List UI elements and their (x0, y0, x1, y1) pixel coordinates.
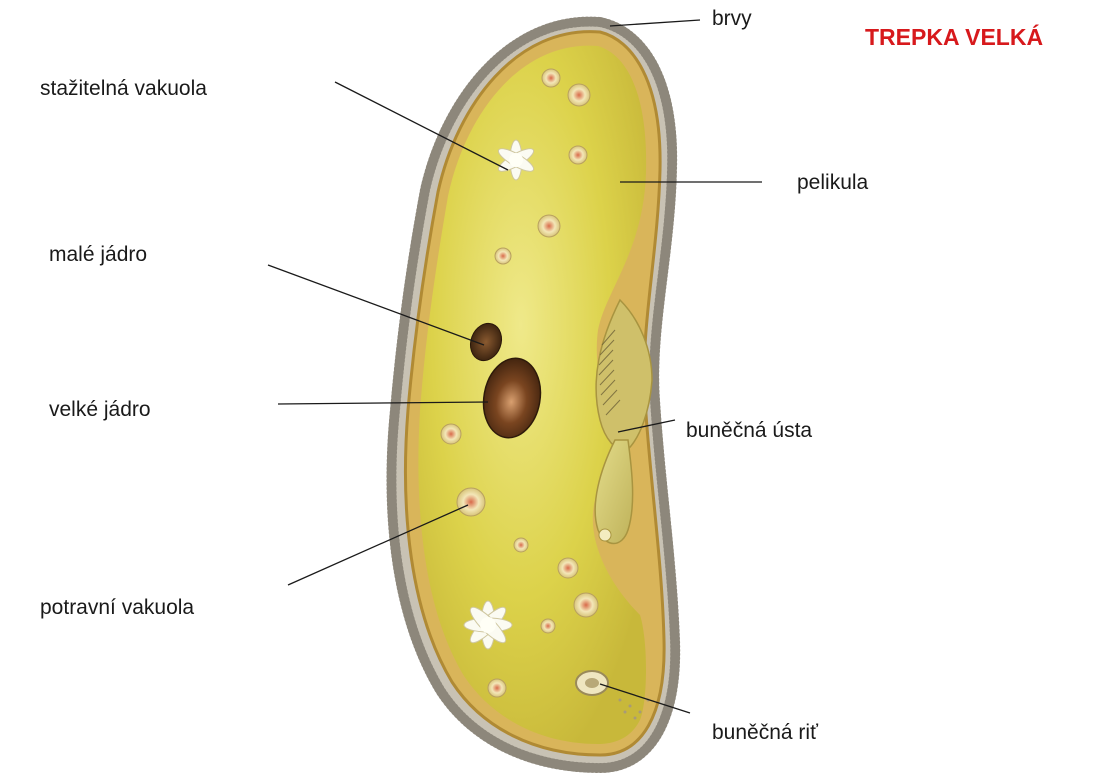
label-potravni-vakuola: potravní vakuola (40, 597, 194, 618)
label-male-jadro: malé jádro (49, 244, 147, 265)
label-bunecna-usta: buněčná ústa (686, 420, 812, 441)
label-brvy: brvy (712, 8, 752, 29)
label-bunecna-rit: buněčná riť (712, 722, 818, 743)
label-velke-jadro: velké jádro (49, 399, 151, 420)
label-stazitelna-vakuola: stažitelná vakuola (40, 78, 207, 99)
leader-line-brvy (610, 20, 700, 26)
label-pelikula: pelikula (797, 172, 868, 193)
diagram-title: TREPKA VELKÁ (865, 26, 1043, 49)
contractile-vacuole-lower (464, 601, 512, 649)
gullet-vacuole (599, 529, 611, 541)
